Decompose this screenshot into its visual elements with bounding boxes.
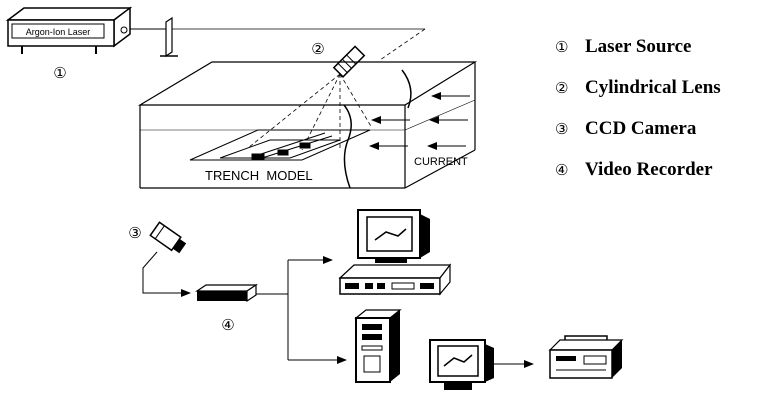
- video-recorder: [195, 283, 258, 303]
- light-sheet: [247, 73, 373, 151]
- laser-beam: [130, 16, 426, 61]
- recorder-marker: ④: [221, 316, 234, 334]
- monitor-bottom: [429, 339, 494, 390]
- computer-tower: [354, 309, 402, 383]
- trench-model-label: TRENCH MODEL: [205, 168, 313, 183]
- current-label: CURRENT: [414, 156, 468, 168]
- current-arrows: [369, 92, 470, 150]
- legend-item-laser-source: ① Laser Source: [555, 26, 770, 67]
- legend-marker: ②: [555, 78, 569, 97]
- monitor-top: [357, 209, 430, 263]
- legend-label: Cylindrical Lens: [585, 76, 721, 98]
- legend-item-ccd-camera: ③ CCD Camera: [555, 108, 770, 149]
- camera-marker: ③: [128, 224, 141, 242]
- legend: ① Laser Source ② Cylindrical Lens ③ CCD …: [555, 26, 770, 190]
- legend-item-cylindrical-lens: ② Cylindrical Lens: [555, 67, 770, 108]
- legend-marker: ①: [555, 37, 569, 56]
- legend-label: Video Recorder: [585, 158, 713, 180]
- lens-marker: ②: [311, 40, 324, 58]
- laser-marker: ①: [53, 64, 66, 82]
- legend-label: CCD Camera: [585, 117, 697, 139]
- trench-model-shape: [189, 129, 371, 161]
- ccd-camera: [149, 221, 187, 254]
- printer: [548, 335, 624, 379]
- legend-label: Laser Source: [585, 35, 692, 57]
- legend-marker: ③: [555, 119, 569, 138]
- legend-marker: ④: [555, 160, 569, 179]
- vcr-deck: [338, 263, 452, 296]
- laser-box-label: Argon-Ion Laser: [26, 27, 91, 37]
- signal-lines: [142, 251, 534, 368]
- legend-item-video-recorder: ④ Video Recorder: [555, 149, 770, 190]
- laser-source: Argon-Ion Laser: [5, 6, 133, 54]
